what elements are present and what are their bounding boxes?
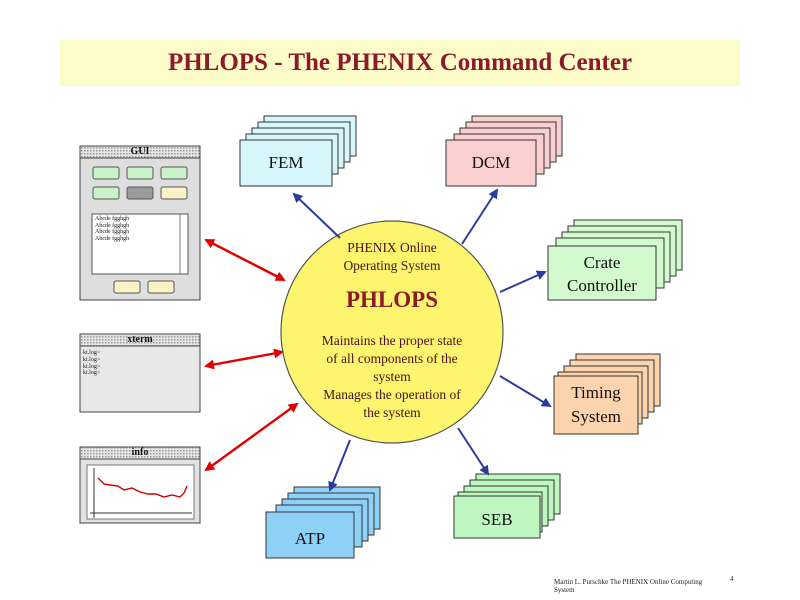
atp-stack xyxy=(265,486,381,559)
crate-controller-label: Crate Controller xyxy=(548,251,656,297)
gui-text-line: Abcde fgghgh xyxy=(95,235,130,242)
center-description: Maintains the proper state of all compon… xyxy=(296,332,488,422)
footer-credit: Martin L. Purschke The PHENIX Online Com… xyxy=(554,578,703,594)
seb-label: SEB xyxy=(481,510,513,529)
fem-label: FEM xyxy=(268,153,304,172)
phlops-circle xyxy=(280,220,504,444)
page-number: 4 xyxy=(730,575,734,583)
center-subtitle: PHENIX Online Operating System xyxy=(300,239,484,275)
dcm-label: DCM xyxy=(471,153,511,172)
xterm-window xyxy=(79,333,201,413)
crate-label-line: Controller xyxy=(567,276,637,295)
blue-arrows xyxy=(292,188,552,492)
timing-system-label: Timing System xyxy=(554,381,638,429)
xterm-line: ki.log> xyxy=(83,356,101,363)
timing-label-line: Timing xyxy=(571,383,621,402)
page-title: PHLOPS - The PHENIX Command Center xyxy=(167,49,633,76)
timing-stack xyxy=(553,353,661,435)
gui-text-area: Abcde fgghgh Abcde fgghgh Abcde fgghgh A… xyxy=(95,216,177,242)
center-desc-line: of all components of the xyxy=(326,351,458,366)
center-desc-line: Maintains the proper state xyxy=(321,333,463,348)
gui-window xyxy=(79,145,201,301)
xterm-line: ki.log> xyxy=(83,363,101,370)
center-subtitle-line: Operating System xyxy=(343,258,441,273)
info-window-title: info xyxy=(131,447,149,458)
center-desc-line: the system xyxy=(363,405,421,420)
center-subtitle-line: PHENIX Online xyxy=(347,240,437,255)
atp-label: ATP xyxy=(294,529,326,548)
dcm-stack xyxy=(445,115,563,187)
xterm-line: ki.log> xyxy=(83,370,101,377)
center-title: PHLOPS xyxy=(345,287,438,312)
fem-stack xyxy=(239,115,357,187)
gui-text-line: Abcde fgghgh xyxy=(95,229,130,236)
xterm-console: ki.log> ki.log> ki.log> ki.log> xyxy=(83,350,163,377)
gui-text-line: Abcde fgghgh xyxy=(95,222,130,229)
info-window xyxy=(79,446,201,524)
red-arrows xyxy=(204,238,299,472)
timing-label-line: System xyxy=(570,407,622,426)
gui-window-title: GUI xyxy=(130,146,150,157)
crate-stack xyxy=(547,219,683,301)
title-bar: PHLOPS - The PHENIX Command Center xyxy=(60,40,740,86)
gui-text-line: Abcde fgghgh xyxy=(95,216,130,222)
center-desc-line: system xyxy=(373,369,411,384)
xterm-window-title: xterm xyxy=(127,334,153,345)
crate-label-line: Crate xyxy=(583,253,621,272)
xterm-line: ki.log> xyxy=(83,350,101,356)
center-desc-line: Manages the operation of xyxy=(323,387,461,402)
seb-stack xyxy=(453,473,561,539)
